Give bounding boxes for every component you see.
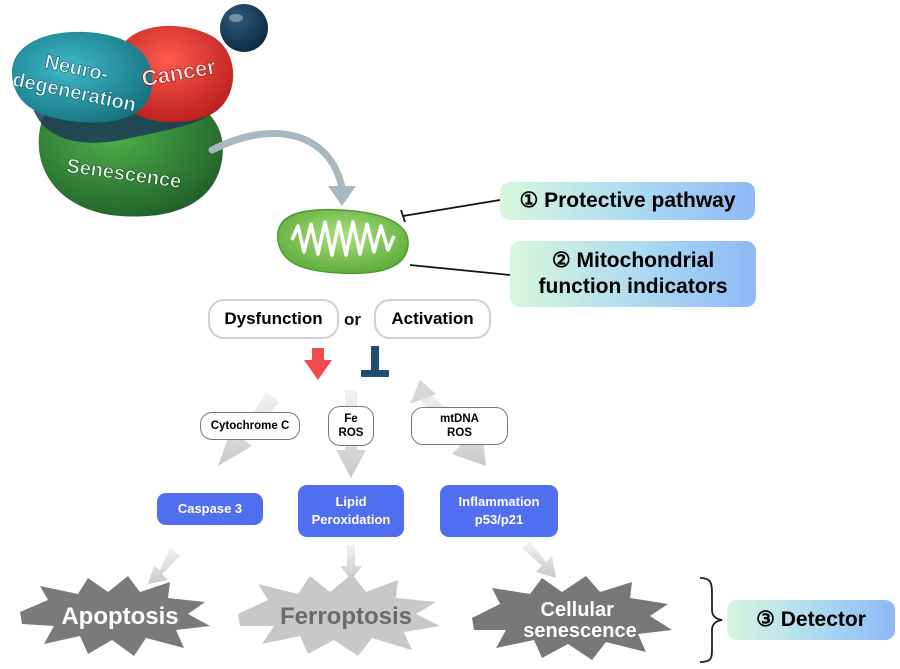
dysfunction-arrow — [304, 348, 332, 380]
mito-indicators-line1: ② Mitochondrial — [551, 248, 715, 272]
protective-inhibit-line — [402, 199, 501, 217]
curved-arrow-to-mito — [208, 130, 346, 192]
mito-cristae — [290, 220, 396, 257]
mitochondrion — [277, 208, 409, 275]
cellular-line2: senescence — [523, 620, 636, 642]
or-label: or — [344, 310, 361, 329]
mtdna-label: mtDNA — [440, 412, 479, 425]
cytochrome-label: Cytochrome C — [210, 419, 290, 432]
inflammation-line1: Inflammation — [458, 494, 540, 510]
indicator-line — [409, 264, 511, 276]
arrow-to-apoptosis — [148, 548, 180, 584]
protective-inhibit-bar — [400, 209, 406, 223]
detector-bracket — [699, 577, 723, 663]
caspase-box: Caspase 3 — [157, 493, 263, 525]
senescence-burst — [472, 576, 672, 660]
arrow-double-head-top — [410, 380, 436, 404]
caspase-label: Caspase 3 — [177, 501, 243, 517]
mito-indicators-box: ② Mitochondrial function indicators — [510, 241, 756, 307]
mtdna-ros-box: mtDNA ROS — [411, 407, 508, 445]
cellular-line1: Cellular — [541, 599, 615, 621]
neuro-blob — [11, 31, 153, 123]
activation-inhibit-symbol — [361, 346, 389, 377]
lipid-box: Lipid Peroxidation — [298, 485, 404, 537]
activation-box: Activation — [374, 299, 491, 339]
activation-label: Activation — [391, 309, 474, 328]
ferroptosis-burst — [238, 574, 440, 656]
ros-label-1: ROS — [338, 427, 364, 439]
detector-label: ③ Detector — [756, 607, 866, 631]
apoptosis-burst — [20, 576, 210, 656]
curved-arrow-head — [328, 186, 356, 206]
detector-box: ③ Detector — [727, 600, 895, 640]
fe-label: Fe — [344, 412, 358, 425]
lipid-line1: Lipid — [335, 494, 367, 510]
protective-pathway-label: ① Protective pathway — [519, 188, 736, 212]
dark-sphere — [220, 4, 268, 52]
cellular-senescence-label: Cellular senescence — [523, 599, 636, 642]
arrow-to-senescence — [522, 542, 556, 578]
ferroptosis-label: Ferroptosis — [280, 603, 412, 630]
apoptosis-label: Apoptosis — [61, 603, 178, 630]
dysfunction-label: Dysfunction — [224, 309, 323, 328]
mito-indicators-line2: function indicators — [538, 275, 728, 298]
dysfunction-box: Dysfunction — [208, 299, 339, 339]
inflammation-line2: p53/p21 — [474, 512, 524, 527]
fe-ros-box: Fe ROS — [328, 406, 374, 446]
ros-label-2: ROS — [447, 427, 472, 439]
protective-pathway-box: ① Protective pathway — [500, 182, 755, 220]
arrow-to-ferroptosis — [340, 545, 362, 580]
lipid-line2: Peroxidation — [311, 512, 391, 527]
disease-cluster: Neuro- degeneration Cancer Senescence — [10, 4, 268, 217]
sphere-highlight — [229, 14, 243, 22]
inflammation-box: Inflammation p53/p21 — [440, 485, 558, 537]
cytochrome-box: Cytochrome C — [200, 412, 300, 440]
